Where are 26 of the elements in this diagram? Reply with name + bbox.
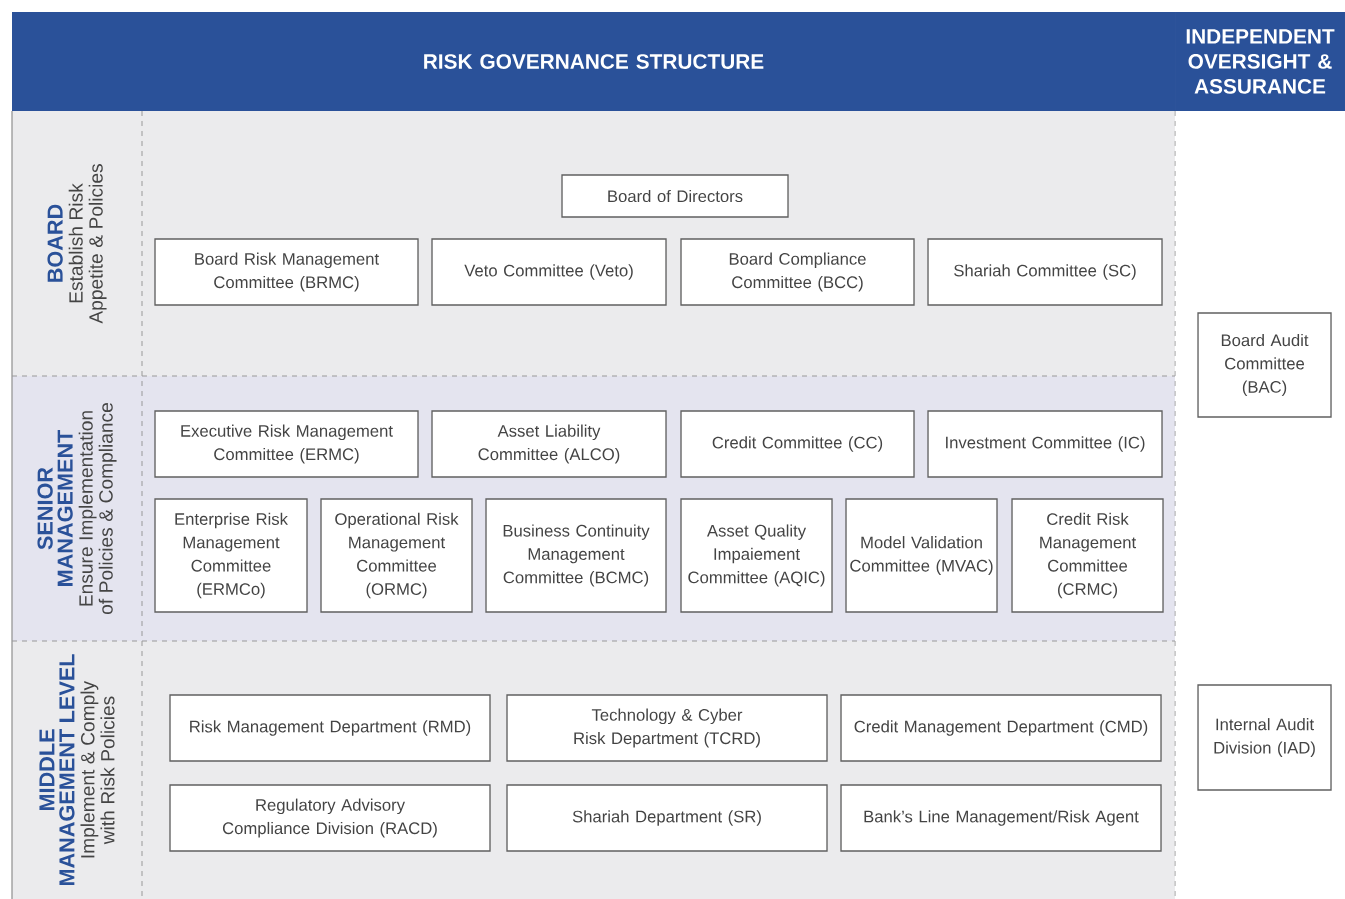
- committee-box: Asset Liability Committee (ALCO): [431, 410, 667, 478]
- header-band: INDEPENDENT OVERSIGHT & ASSURANCE: [1175, 12, 1345, 111]
- node-label: INDEPENDENT OVERSIGHT & ASSURANCE: [1186, 29, 1335, 94]
- committee-box: Veto Committee (Veto): [431, 238, 667, 306]
- committee-box: Executive Risk Management Committee (ERMC): [154, 410, 419, 478]
- node-label: RISK GOVERNANCE STRUCTURE: [424, 54, 764, 69]
- committee-box: Shariah Committee (SC): [927, 238, 1163, 306]
- committee-box: Risk Management Department (RMD): [169, 694, 491, 762]
- committee-box: Bank’s Line Management/Risk Agent: [840, 784, 1162, 852]
- committee-box: Business Continuity Management Committee (BCMC): [485, 498, 667, 613]
- committee-box: Investment Committee (IC): [927, 410, 1163, 478]
- committee-box: Credit Risk Management Committee (CRMC): [1011, 498, 1164, 613]
- committee-box: Board Risk Management Committee (BRMC): [154, 238, 419, 306]
- committee-box: Board Audit Committee (BAC): [1197, 312, 1332, 418]
- committee-box: Regulatory Advisory Compliance Division (RACD): [169, 784, 491, 852]
- committee-box: Model Validation Committee (MVAC): [845, 498, 998, 613]
- committee-box: Shariah Department (SR): [506, 784, 828, 852]
- committee-box: Internal Audit Division (IAD): [1197, 684, 1332, 791]
- committee-box: Credit Management Department (CMD): [840, 694, 1162, 762]
- committee-box: Credit Committee (CC): [680, 410, 915, 478]
- committee-box: Asset Quality Impaiement Committee (AQIC): [680, 498, 833, 613]
- committee-box: Technology & Cyber Risk Department (TCRD): [506, 694, 828, 762]
- committee-box: Board of Directors: [561, 174, 789, 218]
- committee-box: Operational Risk Management Committee (ORMC): [320, 498, 473, 613]
- committee-box: Enterprise Risk Management Committee (ERMCo): [154, 498, 308, 613]
- committee-box: Board Compliance Committee (BCC): [680, 238, 915, 306]
